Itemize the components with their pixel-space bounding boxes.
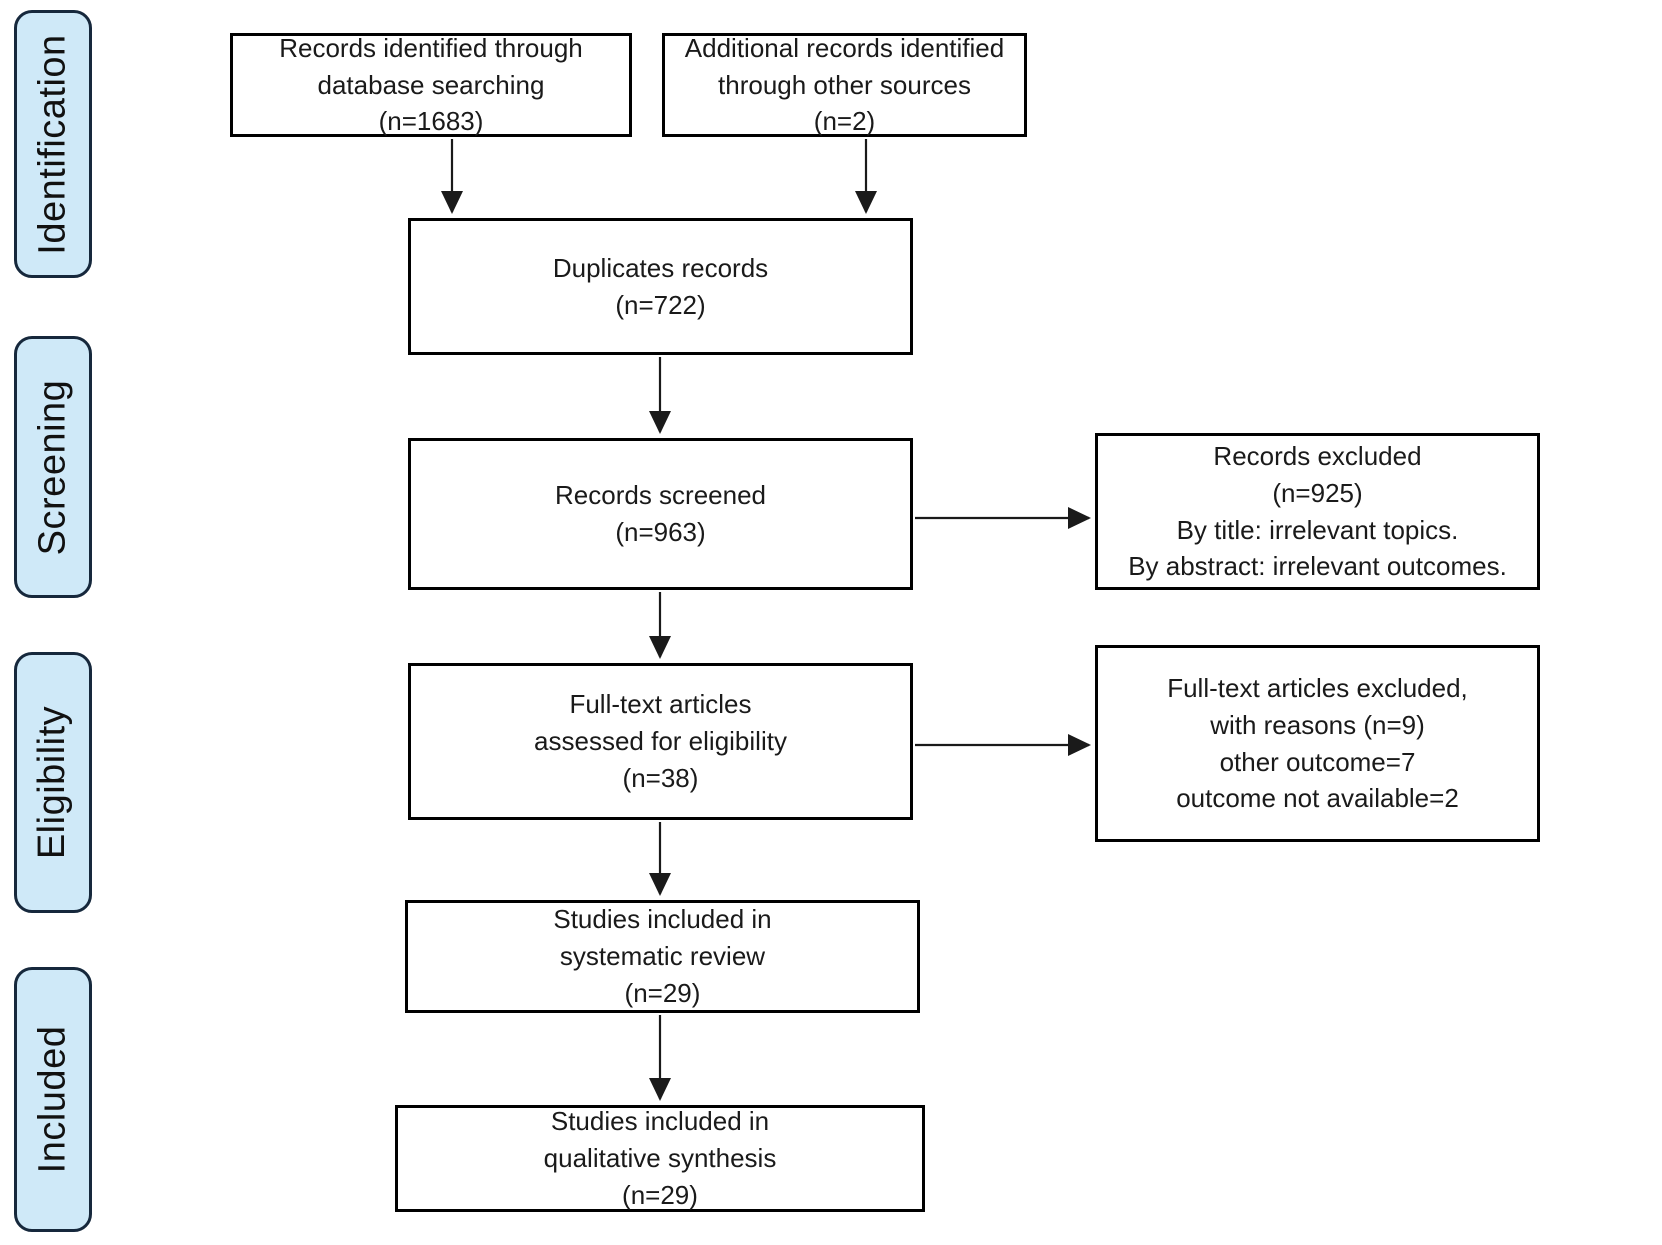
stage-chip-screening: Screening [14, 336, 92, 598]
stage-chip-eligibility: Eligibility [14, 652, 92, 913]
box-records-identified: Records identified through database sear… [230, 33, 632, 137]
box-fulltext-assessed: Full-text articles assessed for eligibil… [408, 663, 913, 820]
box-fulltext-excluded: Full-text articles excluded, with reason… [1095, 645, 1540, 842]
stage-label-identification: Identification [31, 33, 74, 255]
box-included-qualitative: Studies included in qualitative synthesi… [395, 1105, 925, 1212]
box-duplicates-records: Duplicates records (n=722) [408, 218, 913, 355]
box-records-screened: Records screened (n=963) [408, 438, 913, 590]
stage-label-screening: Screening [31, 379, 74, 555]
stage-label-included: Included [31, 1025, 74, 1174]
box-records-excluded: Records excluded (n=925) By title: irrel… [1095, 433, 1540, 590]
stage-chip-identification: Identification [14, 10, 92, 278]
box-additional-records: Additional records identified through ot… [662, 33, 1027, 137]
stage-chip-included: Included [14, 967, 92, 1232]
stage-label-eligibility: Eligibility [31, 705, 74, 860]
box-included-systematic: Studies included in systematic review (n… [405, 900, 920, 1013]
